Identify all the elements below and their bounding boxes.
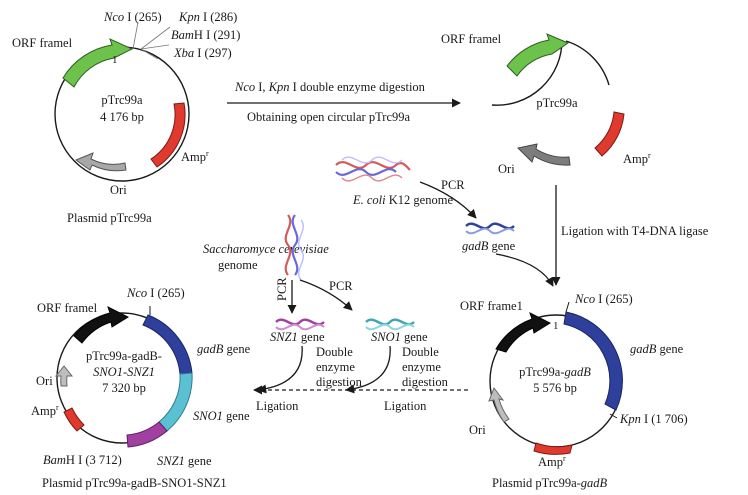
plasmid-ptrc99a: ORF framel 1 Nco I (265) Kpn I (286) Bam… (12, 10, 240, 225)
ori-segment (74, 152, 127, 172)
ecoli-dna-helix (335, 156, 411, 182)
position-one-label: 1 (112, 54, 118, 66)
gadb-gene-label: gadB gene (462, 239, 516, 253)
kpn-site-label: Kpn I (286) (178, 10, 237, 24)
amp-label-final: Ampr (31, 403, 59, 418)
amp-label: Ampr (181, 149, 209, 164)
amp-segment-open (594, 111, 625, 157)
gadb-segment-gadb (563, 311, 623, 411)
final-plasmid-size: 7 320 bp (102, 381, 146, 395)
pcr-label-right: PCR (329, 279, 353, 293)
sno1-gene-label-final: SNO1 gene (193, 409, 250, 423)
double-label-left: Double (316, 345, 353, 359)
snz1-gene-label-final: SNZ1 gene (157, 454, 212, 468)
gadb-plasmid-name: pTrc99a-gadB (519, 365, 591, 379)
nco-site-label-gadb: Nco I (265) (574, 292, 633, 306)
bamh-site-label: BamH I (291) (171, 28, 240, 42)
gadb-plasmid-size: 5 576 bp (533, 381, 577, 395)
orf-label-open: ORF framel (441, 32, 502, 46)
pcr-label-ecoli: PCR (441, 178, 465, 192)
ori-label-final: Ori (36, 374, 53, 388)
sno1-dna-helix (365, 318, 415, 331)
amp-label-open: Ampr (623, 151, 651, 166)
digestion-label-left: digestion (316, 375, 363, 389)
sno1-gene-label: SNO1 gene (371, 330, 428, 344)
snz1-dna-helix (275, 318, 325, 331)
position-one-label-gadb: 1 (553, 320, 559, 332)
yeast-dna-helix (284, 214, 304, 281)
pcr-label-left: PCR (275, 277, 289, 301)
ori-segment-gadb (488, 386, 510, 423)
amp-segment-final (63, 407, 85, 432)
orf-label: ORF framel (12, 36, 73, 50)
plasmid-final: ORF framel Nco I (265) gadB gene SNO1 ge… (31, 286, 251, 490)
nco-site-label: Nco I (265) (103, 10, 162, 24)
t4-ligation-label: Ligation with T4-DNA ligase (561, 224, 709, 238)
ligation-t4-step: Ligation with T4-DNA ligase (551, 185, 709, 286)
sno1-segment-final (158, 372, 193, 432)
orf-segment (62, 38, 134, 88)
plasmid-caption: Plasmid pTrc99a (67, 211, 152, 225)
enzyme-label-left: enzyme (316, 360, 355, 374)
gadb-plasmid-caption: Plasmid pTrc99a-gadB (492, 476, 608, 490)
amp-segment-gadb (533, 442, 573, 455)
bamh-site-label-final: BamH I (3 712) (43, 453, 122, 467)
kpn-site-label-gadb: Kpn I (1 706) (619, 412, 688, 426)
plasmid-name: pTrc99a (101, 93, 143, 107)
snz1-gene-label: SNZ1 gene (270, 330, 325, 344)
yeast-name-label: Saccharomyce cerevisiae (203, 242, 329, 256)
final-plasmid-caption: Plasmid pTrc99a-gadB-SNO1-SNZ1 (42, 476, 227, 490)
nco-site-label-final: Nco I (265) (126, 286, 185, 300)
amp-segment (150, 102, 186, 168)
gadb-gene-label-gadb: gadB gene (630, 342, 684, 356)
open-ring-arc (491, 39, 563, 106)
ori-segment-open (516, 143, 571, 166)
plasmid-size: 4 176 bp (100, 110, 144, 124)
double-label-right: Double (402, 345, 439, 359)
amp-label-gadb: Ampr (538, 454, 566, 469)
yeast-branch: Saccharomyce cerevisiae genome PCR PCR S… (203, 214, 468, 413)
gadb-dna-helix (465, 222, 515, 235)
xba-site-label: Xba I (297) (173, 46, 232, 60)
final-plasmid-name-line2: SNO1-SNZ1 (93, 365, 155, 379)
orf-segment-final (73, 306, 130, 344)
snz1-segment-final (126, 421, 168, 448)
enzyme-label-right: enzyme (402, 360, 441, 374)
plasmid-open-circular: ORF framel pTrc99a Ampr Ori (441, 32, 651, 176)
open-plasmid-name: pTrc99a (536, 96, 578, 110)
open-circular-label: Obtaining open circular pTrc99a (247, 110, 410, 124)
final-plasmid-name-line1: pTrc99a-gadB- (86, 349, 162, 363)
orf-label-gadb: ORF frame1 (460, 299, 523, 313)
digestion-step: Nco I, Kpn I double enzyme digestion Obt… (227, 80, 461, 124)
ori-segment-final (54, 365, 74, 387)
digestion-label-right: digestion (402, 375, 449, 389)
ori-label: Ori (110, 183, 127, 197)
ori-label-gadb: Ori (469, 423, 486, 437)
ecoli-genome-label: E. coli K12 genome (352, 193, 453, 207)
ecoli-branch: E. coli K12 genome PCR gadB gene (335, 156, 554, 287)
orf-segment-gadb (495, 312, 552, 353)
orf-label-final: ORF framel (37, 301, 98, 315)
ligation-label-left: Ligation (256, 399, 299, 413)
ligation-label-right: Ligation (384, 399, 427, 413)
yeast-genome-label: genome (218, 258, 258, 272)
gadb-gene-label-final: gadB gene (197, 342, 251, 356)
orf-segment-open (506, 33, 570, 77)
digestion-label: Nco I, Kpn I double enzyme digestion (234, 80, 426, 94)
ori-label-open: Ori (498, 162, 515, 176)
plasmid-gadb: ORF frame1 1 Nco I (265) gadB gene pTrc9… (460, 292, 688, 490)
